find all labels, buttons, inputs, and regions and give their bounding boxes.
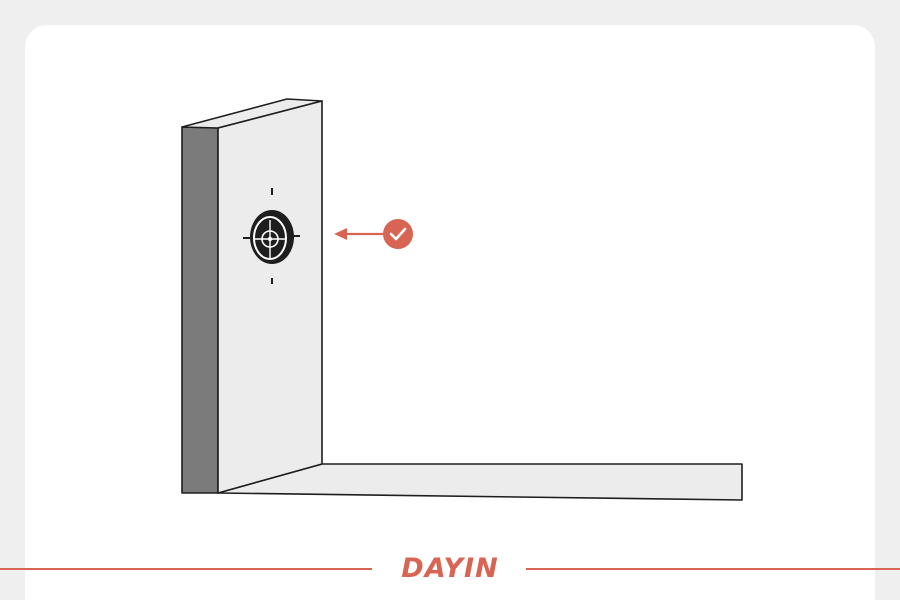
wall-front-face	[217, 100, 323, 494]
illustration-card	[25, 25, 875, 600]
wall-side-face	[181, 126, 219, 494]
brand-logo: DAYIN	[401, 553, 499, 584]
footer-divider-left	[0, 568, 372, 570]
crosshair-target-icon	[243, 188, 300, 284]
checkmark-circle-icon	[383, 219, 413, 249]
arrow-left-icon	[334, 228, 384, 240]
footer-divider-right	[526, 568, 900, 570]
